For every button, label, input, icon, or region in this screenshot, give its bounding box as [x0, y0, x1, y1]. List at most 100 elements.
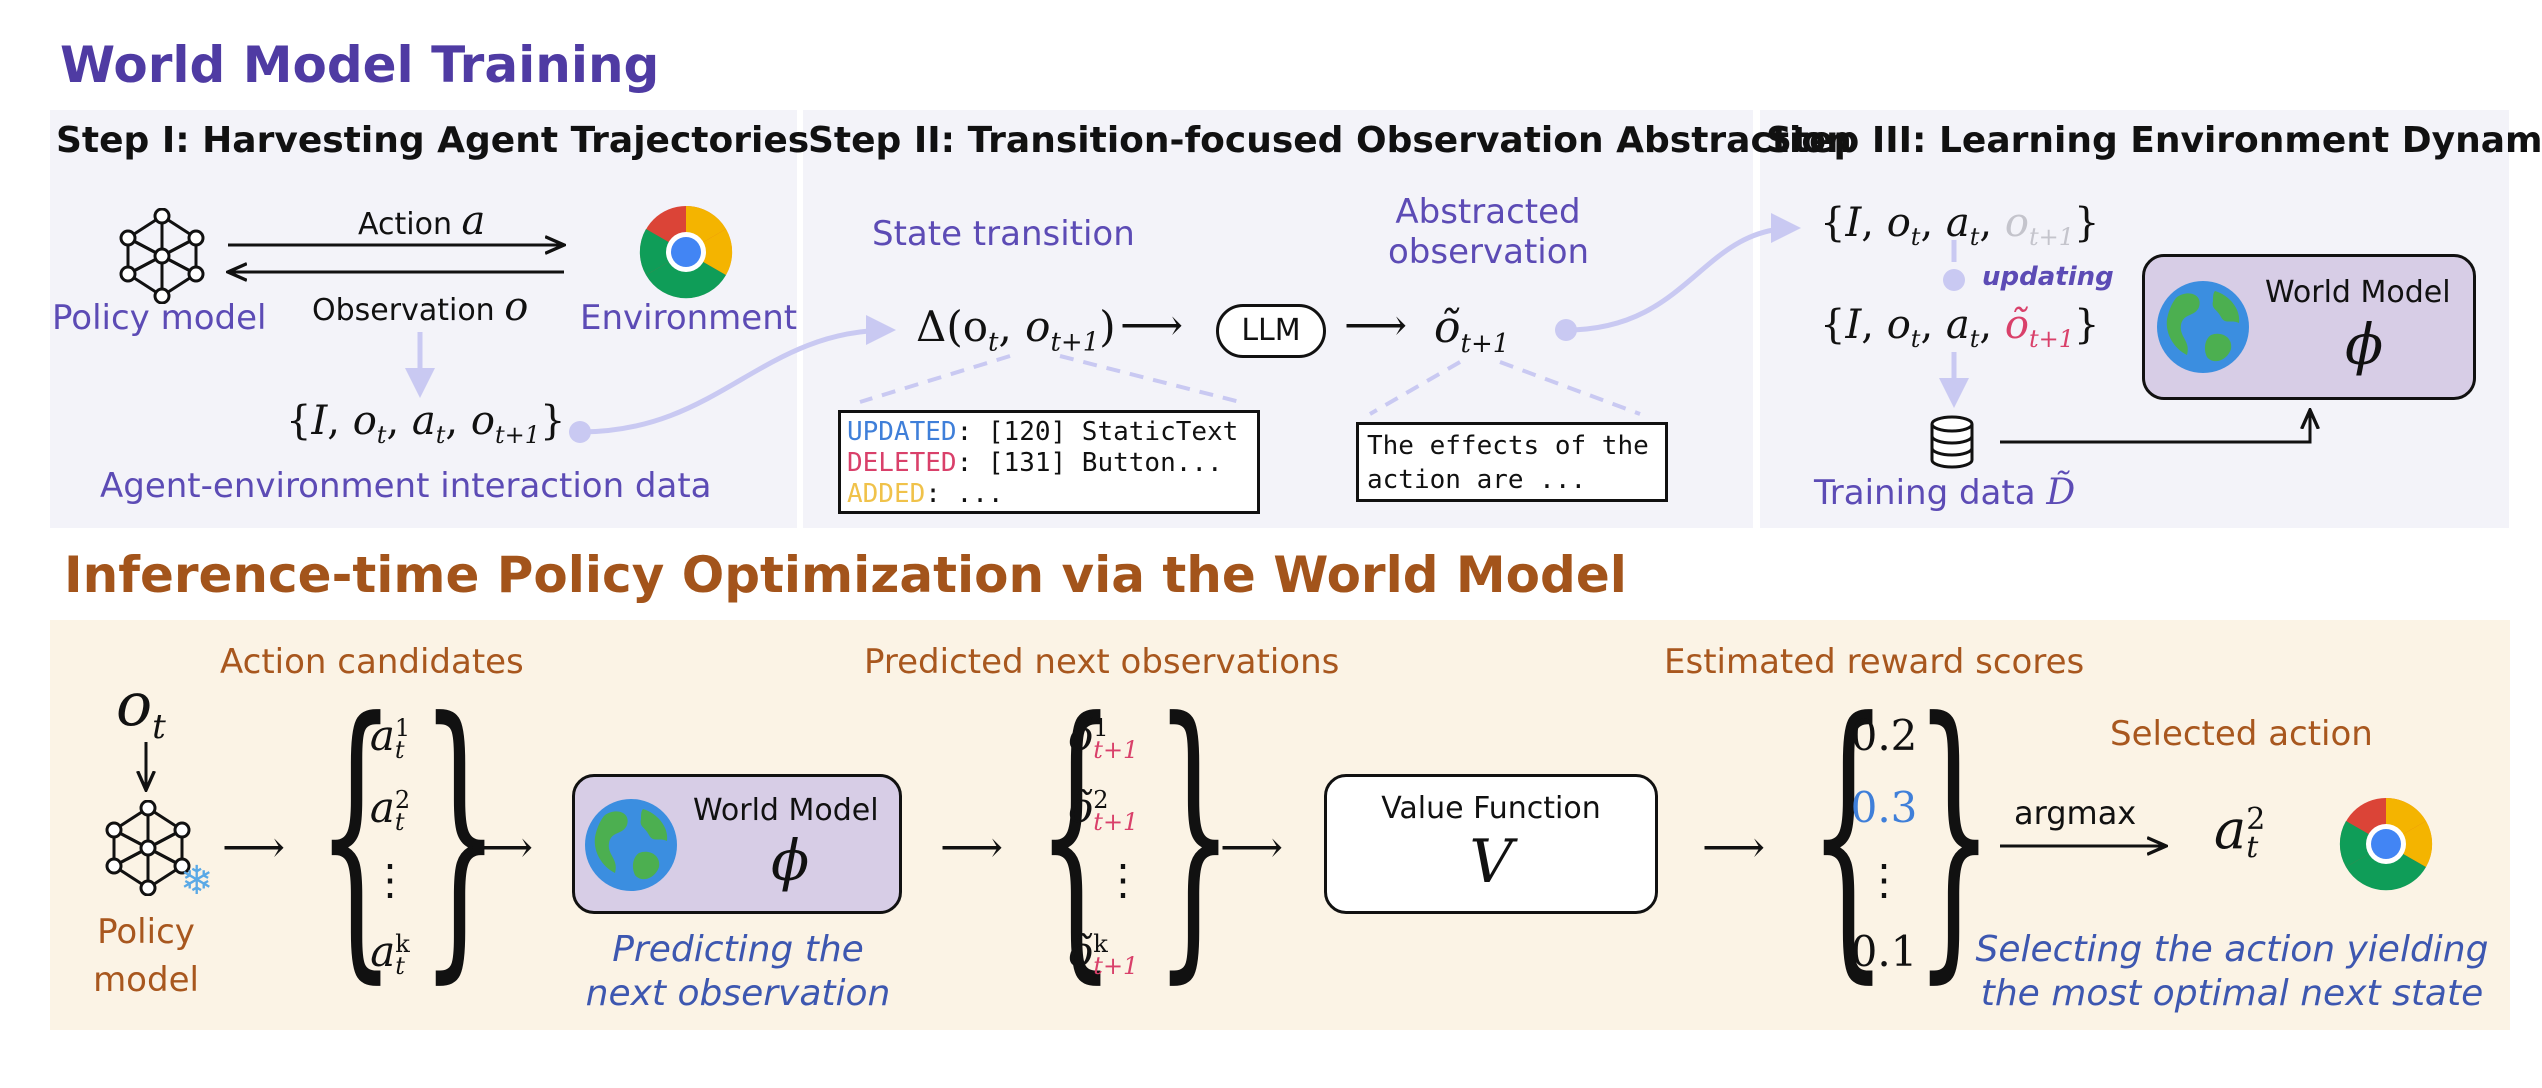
inf-policy-label: Policy model	[90, 908, 202, 1004]
reward-item-4: 0.1	[1850, 927, 1918, 976]
diff-added-key: ADDED	[847, 479, 926, 509]
diff-added-val: : ...	[925, 479, 1004, 509]
reward-item-1: 0.2	[1850, 711, 1918, 760]
arrow-db-to-wm	[2000, 410, 2310, 444]
diff-box: UPDATED: [120] StaticText DELETED: [131]…	[838, 410, 1260, 514]
otilde-sub: t+1	[1460, 328, 1510, 359]
inf-policy-line2: model	[93, 960, 199, 1000]
predicted-label: Predicted next observations	[864, 642, 1340, 682]
inf-ot-sub: t	[152, 707, 166, 747]
inf-arrow-5: ⟶	[1702, 822, 1766, 873]
observation-label: Observation	[312, 293, 495, 328]
reward-item-2: 0.3	[1850, 783, 1918, 832]
delta-sub: t+1	[1050, 327, 1100, 358]
curve-dot-1	[569, 421, 591, 443]
diff-deleted-val: : [131] Button...	[956, 448, 1223, 478]
inf-ot-base: o	[116, 670, 153, 740]
training-section-title: World Model Training	[60, 36, 660, 94]
selected-base: a	[2214, 798, 2247, 861]
inf-arrow-3: ⟶	[940, 822, 1004, 873]
action-label: Action	[358, 207, 452, 242]
tuple-close: }	[539, 398, 566, 444]
action-candidates-label: Action candidates	[220, 642, 524, 682]
diff-deleted-key: DELETED	[847, 448, 957, 478]
delta-symbol: Δ(o	[916, 302, 989, 351]
inf-neural-network-icon	[105, 800, 191, 896]
curve-dot-2	[1555, 319, 1577, 341]
step3-title: Step III: Learning Environment Dynamics	[1766, 120, 2542, 161]
selected-sup: 2	[2246, 802, 2266, 837]
actions-brace-right: }	[420, 659, 501, 1008]
otilde-base: õ	[1434, 302, 1461, 353]
environment-label: Environment	[580, 298, 798, 338]
abstracted-observation-label: Abstracted observation	[1388, 192, 1590, 272]
selecting-caption: Selecting the action yielding the most o…	[1954, 928, 2510, 1016]
inf-globe-icon	[585, 799, 677, 891]
interaction-data-label: Agent-environment interaction data	[100, 466, 712, 506]
dash-left-a	[859, 354, 1011, 404]
step3-wm-title: World Model	[2265, 275, 2451, 310]
tuple-open: {	[286, 398, 312, 444]
step2-title: Step II: Transition-focused Observation …	[808, 120, 1852, 161]
step3-tuple-bottom: {I, ot, at, õt+1}	[1820, 302, 2100, 353]
tuple-at-sub: t	[435, 421, 446, 449]
tuple-at: a	[411, 398, 436, 444]
globe-icon	[2157, 281, 2249, 373]
inf-ot: ot	[116, 670, 166, 747]
action-item-3: ⋮	[369, 855, 411, 904]
otilde-expression: õt+1	[1434, 302, 1509, 359]
actions-brace-left: {	[316, 659, 397, 1008]
training-data-var: D̃	[2046, 472, 2076, 513]
vf-var: V	[1469, 827, 1513, 897]
abstracted-line1: Abstracted	[1395, 192, 1581, 232]
action-label-row: Action a	[358, 198, 485, 244]
delta-expression: Δ(ot, ot+1)	[916, 302, 1116, 358]
llm-pill: LLM	[1216, 304, 1326, 358]
predicted-brace-right: }	[1154, 659, 1235, 1008]
curve-otilde-to-tuple	[1565, 213, 1801, 333]
reward-label: Estimated reward scores	[1664, 642, 2085, 682]
abstracted-line2: observation	[1388, 232, 1590, 272]
reward-item-3: ⋮	[1863, 855, 1905, 904]
step1-title: Step I: Harvesting Agent Trajectories	[56, 120, 810, 161]
updating-dot	[1943, 269, 1965, 291]
dash-left-b	[1059, 354, 1241, 404]
selecting-line1: Selecting the action yielding	[1975, 929, 2489, 970]
diff-updated-key: UPDATED	[847, 417, 957, 447]
arrow-to-llm: ⟶	[1120, 300, 1184, 351]
observation-var: o	[504, 284, 529, 330]
snowflake-icon: ❄	[180, 858, 214, 904]
updating-label: updating	[1982, 262, 2114, 292]
training-data-label: Training data D̃	[1814, 472, 2075, 513]
arrow-from-llm: ⟶	[1344, 300, 1408, 351]
inf-chrome-icon	[2339, 797, 2433, 891]
step3-tuple-top: {I, ot, at, ot+1}	[1820, 200, 2100, 251]
reward-brace-right: }	[1914, 659, 1995, 1008]
vf-title: Value Function	[1381, 791, 1601, 826]
tuple-ot1: o	[470, 398, 495, 444]
dash-right-a	[1368, 360, 1462, 416]
action-var: a	[461, 198, 486, 244]
step3-world-model-box: World Model ϕ	[2142, 254, 2476, 400]
observation-label-row: Observation o	[312, 284, 528, 330]
inf-arrow-2: ⟶	[470, 822, 534, 873]
predicted-brace-left: {	[1036, 659, 1117, 1008]
reward-brace-left: {	[1808, 659, 1889, 1008]
dash-right-b	[1499, 360, 1641, 416]
selecting-line2: the most optimal next state	[1980, 973, 2484, 1014]
step3-wm-var: ϕ	[2345, 313, 2384, 378]
effects-box: The effects of the action are ...	[1356, 422, 1668, 502]
value-function-box: Value Function V	[1324, 774, 1658, 914]
neural-network-icon	[119, 208, 205, 304]
predicting-line2: next observation	[585, 973, 891, 1014]
